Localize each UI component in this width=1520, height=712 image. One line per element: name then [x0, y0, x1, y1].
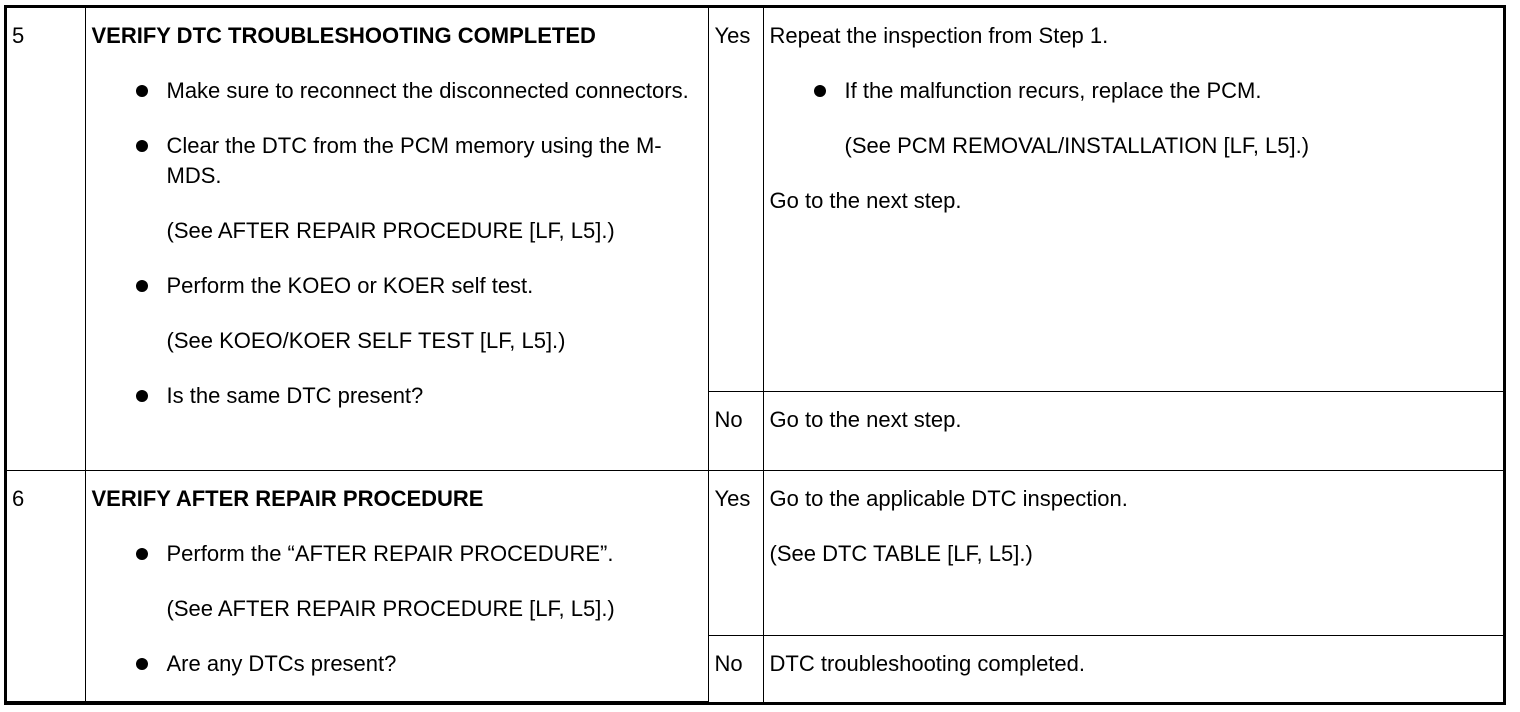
step-title: VERIFY AFTER REPAIR PROCEDURE: [91, 485, 484, 511]
bullet-icon: [135, 85, 148, 97]
inspection-item: Perform the “AFTER REPAIR PROCEDURE”. (S…: [92, 539, 698, 624]
inspection-cell: VERIFY AFTER REPAIR PROCEDURE Perform th…: [84, 469, 709, 702]
inspection-text: Are any DTCs present?: [166, 650, 397, 676]
inspection-item: Perform the KOEO or KOER self test. (See…: [92, 271, 698, 356]
inspection-list: Perform the “AFTER REPAIR PROCEDURE”. (S…: [92, 539, 698, 679]
action-text: Go to the next step.: [769, 406, 962, 432]
step-title: VERIFY DTC TROUBLESHOOTING COMPLETED: [91, 23, 596, 48]
inspection-text: Clear the DTC from the PCM memory using …: [166, 133, 662, 188]
action-bullet-text: If the malfunction recurs, replace the P…: [844, 78, 1262, 103]
inspection-item: Are any DTCs present?: [92, 649, 698, 679]
troubleshooting-table: 5 VERIFY DTC TROUBLESHOOTING COMPLETED M…: [7, 8, 1503, 702]
inspection-item: Is the same DTC present?: [92, 381, 698, 411]
step-6-no-row: No DTC troubleshooting completed.: [7, 634, 1503, 702]
step-number: 6: [7, 469, 86, 702]
step-5-yes-row: 5 VERIFY DTC TROUBLESHOOTING COMPLETED M…: [7, 8, 1503, 471]
inspection-text: Perform the “AFTER REPAIR PROCEDURE”.: [166, 540, 614, 566]
bullet-icon: [813, 85, 826, 97]
result-yes: Yes: [707, 8, 764, 392]
action-text: Repeat the inspection from Step 1.: [769, 23, 1109, 48]
inspection-text: Is the same DTC present?: [166, 383, 424, 408]
action-no: DTC troubleshooting completed.: [762, 634, 1503, 702]
reference-link: (See AFTER REPAIR PROCEDURE [LF, L5].): [166, 218, 615, 243]
bullet-icon: [135, 140, 148, 152]
step-6-yes-row: 6 VERIFY AFTER REPAIR PROCEDURE Perform …: [7, 469, 1503, 702]
result-no: No: [708, 634, 764, 702]
action-text: DTC troubleshooting completed.: [769, 650, 1086, 676]
step-number: 5: [7, 8, 86, 471]
result-yes: Yes: [707, 469, 764, 636]
result-no: No: [708, 390, 764, 471]
bullet-icon: [135, 657, 148, 670]
action-no: Go to the next step.: [762, 390, 1503, 471]
action-yes: Repeat the inspection from Step 1. If th…: [762, 8, 1503, 392]
reference-link: (See KOEO/KOER SELF TEST [LF, L5].): [166, 328, 566, 353]
action-item: If the malfunction recurs, replace the P…: [770, 76, 1494, 106]
inspection-item: Make sure to reconnect the disconnected …: [92, 76, 698, 106]
reference-link: (See DTC TABLE [LF, L5].): [769, 540, 1033, 566]
bullet-icon: [135, 547, 148, 560]
inspection-item: Clear the DTC from the PCM memory using …: [92, 131, 698, 246]
bullet-icon: [135, 390, 148, 402]
bullet-icon: [135, 280, 148, 292]
step-5-no-row: No Go to the next step.: [7, 390, 1503, 471]
reference-link: (See AFTER REPAIR PROCEDURE [LF, L5].): [166, 595, 615, 621]
inspection-text: Perform the KOEO or KOER self test.: [166, 273, 534, 298]
action-text: Go to the next step.: [769, 188, 962, 213]
action-yes: Go to the applicable DTC inspection. (Se…: [762, 469, 1503, 636]
reference-link: (See PCM REMOVAL/INSTALLATION [LF, L5].): [844, 133, 1310, 158]
inspection-list: Make sure to reconnect the disconnected …: [92, 76, 698, 411]
inspection-text: Make sure to reconnect the disconnected …: [166, 78, 689, 103]
troubleshooting-table-frame: 5 VERIFY DTC TROUBLESHOOTING COMPLETED M…: [4, 5, 1506, 705]
inspection-cell: VERIFY DTC TROUBLESHOOTING COMPLETED Mak…: [84, 8, 709, 471]
action-text: Go to the applicable DTC inspection.: [769, 485, 1128, 511]
